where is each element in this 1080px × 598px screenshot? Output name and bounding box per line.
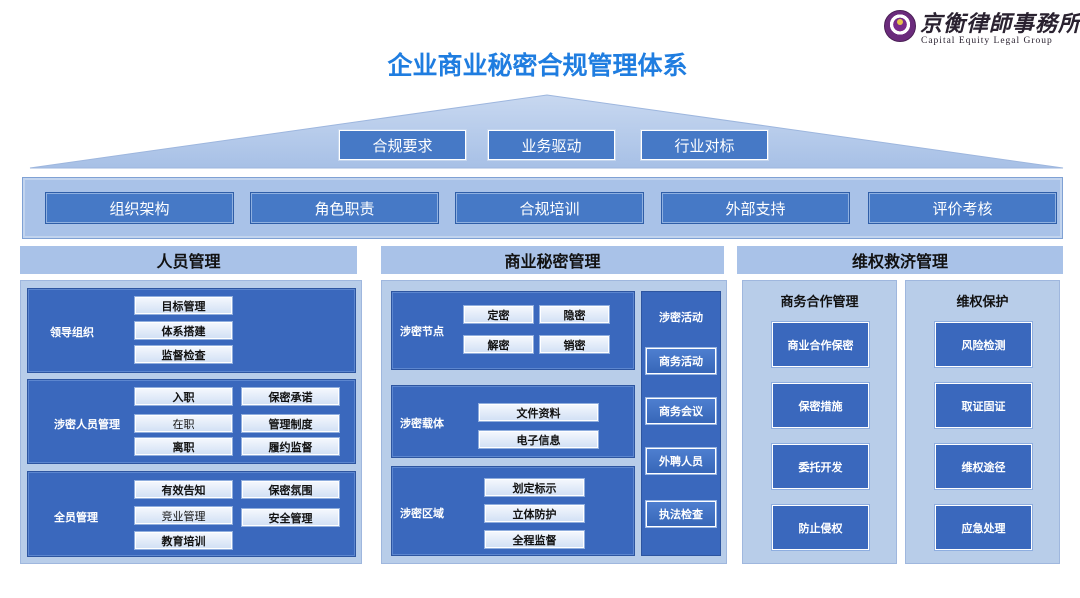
- group-label: 领导组织: [50, 326, 94, 339]
- item-confidentiality-pledge: 保密承诺: [242, 388, 339, 405]
- rights-management-header: 维权救济管理: [737, 246, 1063, 274]
- group-label: 涉密区域: [400, 507, 444, 520]
- roof-item-business-driven: 业务驱动: [488, 130, 615, 160]
- item-documents: 文件资料: [479, 404, 598, 421]
- item-classify: 定密: [464, 306, 533, 323]
- group-label: 涉密人员管理: [54, 418, 120, 431]
- group-classified-activities: 涉密活动 商务活动 商务会议 外聘人员 执法检查: [641, 291, 721, 556]
- item-management-rules: 管理制度: [242, 415, 339, 432]
- group-classified-nodes: 涉密节点 定密 隐密 解密 销密: [391, 291, 635, 370]
- business-cooperation-panel: 商务合作管理 商业合作保密 保密措施 委托开发 防止侵权: [742, 280, 897, 564]
- band-item-organization: 组织架构: [45, 192, 234, 224]
- item-business-cooperation-confidentiality: 商业合作保密: [772, 322, 869, 367]
- group-leadership: 领导组织 目标管理 体系搭建 监督检查: [27, 288, 356, 373]
- panel-title: 维权保护: [956, 294, 1009, 310]
- item-full-supervision: 全程监督: [485, 531, 584, 548]
- logo-english-name: Capital Equity Legal Group: [921, 36, 1053, 46]
- group-label: 涉密载体: [400, 417, 444, 430]
- band-item-training: 合规培训: [455, 192, 644, 224]
- item-goal-management: 目标管理: [135, 297, 232, 314]
- item-conceal: 隐密: [540, 306, 609, 323]
- secret-management-header: 商业秘密管理: [381, 246, 724, 274]
- item-3d-protection: 立体防护: [485, 505, 584, 522]
- item-infringement-prevention: 防止侵权: [772, 505, 869, 550]
- item-declassify: 解密: [464, 336, 533, 353]
- item-security-management: 安全管理: [242, 509, 339, 526]
- item-business-activities: 商务活动: [646, 348, 716, 374]
- band-item-external-support: 外部支持: [661, 192, 850, 224]
- foundation-band: 组织架构 角色职责 合规培训 外部支持 评价考核: [22, 177, 1063, 239]
- band-item-roles: 角色职责: [250, 192, 439, 224]
- item-emergency-handling: 应急处理: [935, 505, 1032, 550]
- roof-item-industry-benchmark: 行业对标: [641, 130, 768, 160]
- group-classified-areas: 涉密区域 划定标示 立体防护 全程监督: [391, 466, 635, 556]
- roof-item-compliance-requirements: 合规要求: [339, 130, 466, 160]
- item-marking: 划定标示: [485, 479, 584, 496]
- group-label: 涉密活动: [659, 311, 703, 324]
- item-law-enforcement-inspection: 执法检查: [646, 501, 716, 527]
- item-non-compete: 竞业管理: [135, 507, 232, 524]
- page-title: 企业商业秘密合规管理体系: [387, 51, 688, 80]
- item-confidentiality-measures: 保密措施: [772, 383, 869, 428]
- item-performance-supervision: 履约监督: [242, 438, 339, 455]
- group-classified-carriers: 涉密载体 文件资料 电子信息: [391, 385, 635, 458]
- people-management-header: 人员管理: [20, 246, 357, 274]
- rights-protection-panel: 维权保护 风险检测 取证固证 维权途径 应急处理: [905, 280, 1060, 564]
- item-onboarding: 入职: [135, 388, 232, 405]
- item-effective-notice: 有效告知: [135, 481, 232, 498]
- seal-center-icon: [897, 19, 903, 25]
- item-electronic-info: 电子信息: [479, 431, 598, 448]
- item-external-hires: 外聘人员: [646, 448, 716, 474]
- seal-icon: [884, 10, 916, 42]
- item-supervision: 监督检查: [135, 346, 232, 363]
- firm-logo: 京衡律師事務所 Capital Equity Legal Group: [884, 8, 1080, 48]
- people-management-board: 领导组织 目标管理 体系搭建 监督检查 涉密人员管理 入职 保密承诺 在职 管理…: [20, 280, 362, 564]
- item-resignation: 离职: [135, 438, 232, 455]
- item-confidential-culture: 保密氛围: [242, 481, 339, 498]
- item-education-training: 教育培训: [135, 532, 232, 549]
- group-label: 涉密节点: [400, 325, 444, 338]
- item-commissioned-development: 委托开发: [772, 444, 869, 489]
- item-evidence-collection: 取证固证: [935, 383, 1032, 428]
- group-all-staff: 全员管理 有效告知 保密氛围 竞业管理 安全管理 教育培训: [27, 471, 356, 557]
- group-classified-personnel: 涉密人员管理 入职 保密承诺 在职 管理制度 离职 履约监督: [27, 379, 356, 464]
- panel-title: 商务合作管理: [780, 294, 859, 310]
- item-system-building: 体系搭建: [135, 322, 232, 339]
- item-employed: 在职: [135, 415, 232, 432]
- band-item-evaluation: 评价考核: [868, 192, 1057, 224]
- item-rights-channels: 维权途径: [935, 444, 1032, 489]
- secret-management-board: 涉密节点 定密 隐密 解密 销密 涉密载体 文件资料 电子信息 涉密区域 划定标…: [381, 280, 727, 564]
- item-risk-detection: 风险检测: [935, 322, 1032, 367]
- item-business-meetings: 商务会议: [646, 398, 716, 424]
- logo-chinese-name: 京衡律師事務所: [920, 11, 1080, 37]
- item-destroy: 销密: [540, 336, 609, 353]
- group-label: 全员管理: [54, 511, 98, 524]
